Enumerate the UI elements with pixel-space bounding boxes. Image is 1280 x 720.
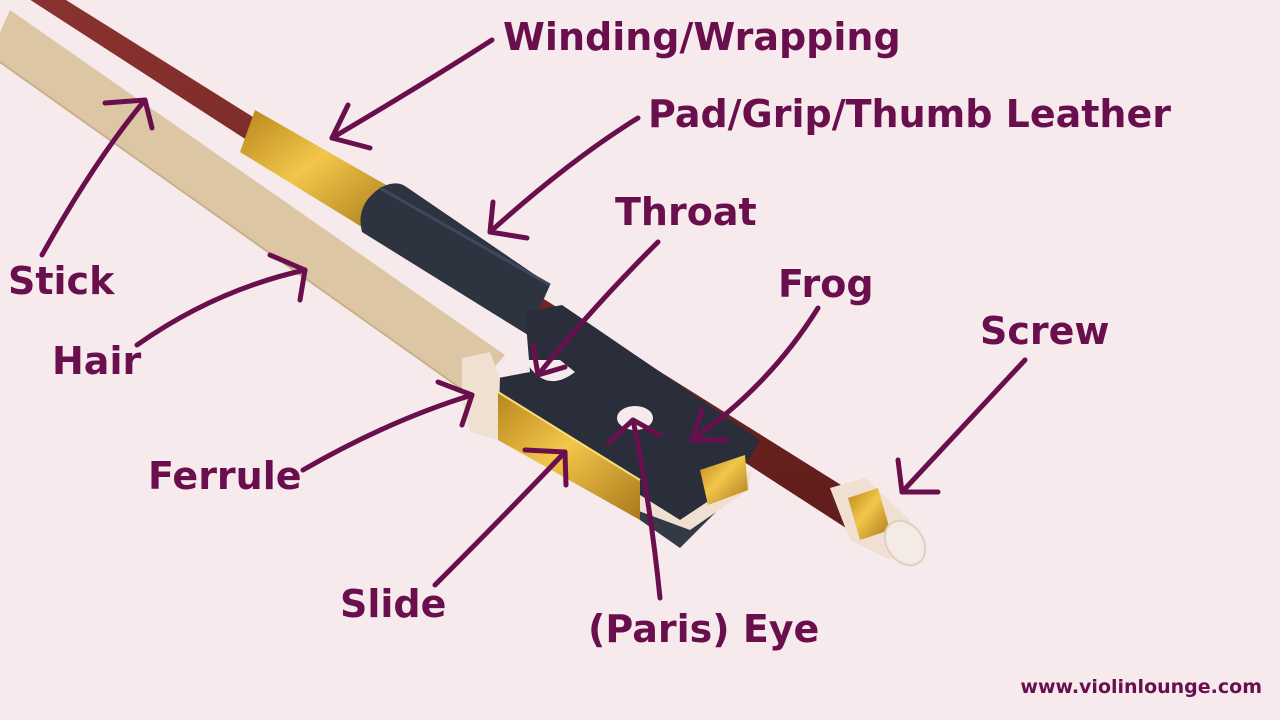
arrow-stick xyxy=(39,97,148,258)
label-eye: (Paris) Eye xyxy=(588,607,820,651)
frog-back-plate xyxy=(636,455,752,530)
arrow-winding xyxy=(329,37,495,141)
arrow-ferrule xyxy=(300,392,475,473)
arrow-eye xyxy=(630,417,663,601)
arrow-frog xyxy=(689,305,821,443)
thumb-leather xyxy=(360,183,551,335)
label-slide: Slide xyxy=(340,582,447,626)
bow-hair xyxy=(0,10,505,396)
label-stick: Stick xyxy=(8,259,115,303)
label-screw: Screw xyxy=(980,309,1110,353)
arrow-screw xyxy=(899,357,1028,495)
slide xyxy=(497,391,641,520)
winding-wrap xyxy=(240,110,395,232)
screw-button xyxy=(830,478,927,567)
label-hair: Hair xyxy=(52,339,142,383)
arrow-throat xyxy=(535,239,661,378)
site-credit: www.violinlounge.com xyxy=(1020,676,1262,698)
label-frog: Frog xyxy=(778,262,874,306)
label-pad: Pad/Grip/Thumb Leather xyxy=(648,92,1172,136)
annotation-arrows xyxy=(39,37,1028,601)
label-throat: Throat xyxy=(615,190,757,234)
label-winding: Winding/Wrapping xyxy=(503,15,901,59)
arrow-slide xyxy=(432,449,568,588)
label-ferrule: Ferrule xyxy=(148,454,302,498)
arrow-pad xyxy=(487,115,641,235)
ferrule xyxy=(462,352,500,440)
arrow-hair xyxy=(134,267,308,348)
